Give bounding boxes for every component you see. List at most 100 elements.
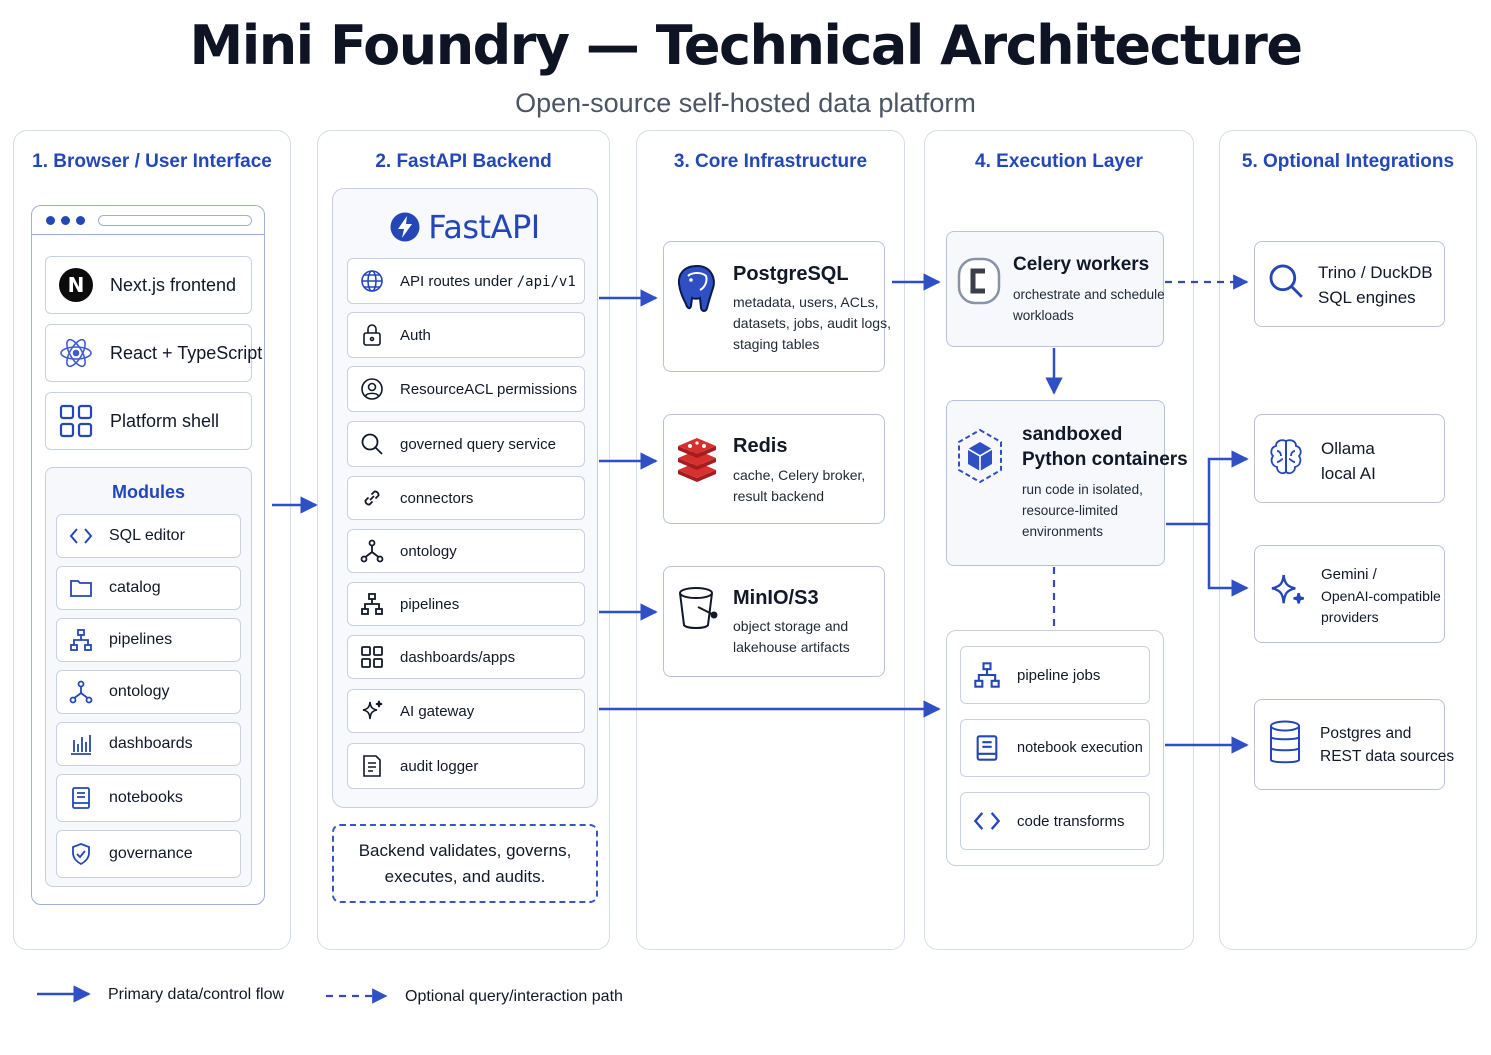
backend-item-label: Auth — [400, 326, 431, 344]
job-label: notebook execution — [1017, 740, 1143, 756]
user-circle-icon — [361, 378, 383, 400]
backend-auth: Auth — [347, 312, 585, 358]
backend-ontology: ontology — [347, 529, 585, 573]
pipeline-icon — [361, 593, 383, 615]
desc-line: resource-limited — [1022, 503, 1119, 518]
routes-prefix: API routes under — [400, 272, 513, 290]
sandbox-title: sandboxed Python containers — [1022, 422, 1188, 472]
backend-ai-gateway: AI gateway — [347, 689, 585, 733]
module-sql-editor[interactable]: SQL editor — [56, 514, 241, 558]
platform-shell-label: Platform shell — [110, 410, 220, 431]
desc-line: lakehouse artifacts — [733, 639, 850, 655]
fastapi-logo-text: FastAPI — [428, 208, 540, 246]
celery-title: Celery workers — [1013, 254, 1150, 275]
modules-title: Modules — [111, 482, 185, 502]
ontology-icon — [69, 680, 93, 704]
platform-shell: Platform shell — [45, 392, 252, 450]
page-title: Mini Foundry — Technical Architecture — [189, 14, 1303, 77]
module-dashboards[interactable]: dashboards — [56, 722, 241, 766]
trino-text: Trino / DuckDB SQL engines — [1318, 260, 1433, 310]
sparkle-icon — [362, 700, 383, 720]
folder-icon — [70, 580, 92, 597]
desc-line: result backend — [733, 488, 825, 504]
code-icon — [973, 812, 1001, 830]
backend-item-label: connectors — [400, 489, 474, 507]
grid-icon — [361, 646, 383, 668]
nextjs-frontend: N Next.js frontend — [45, 256, 252, 314]
module-label: SQL editor — [109, 527, 185, 544]
sources-card — [1254, 699, 1445, 790]
lock-icon — [363, 324, 381, 346]
trino-card — [1254, 241, 1445, 327]
backend-resource-acl: ResourceACL permissions — [347, 366, 585, 412]
database-icon — [1270, 720, 1300, 764]
window-dots — [46, 216, 85, 225]
react-label: React + TypeScript — [110, 342, 263, 363]
job-code-transforms: code transforms — [960, 792, 1150, 850]
document-icon — [363, 755, 381, 777]
browser-titlebar — [31, 205, 265, 235]
notebook-icon — [72, 787, 90, 809]
job-label: code transforms — [1017, 812, 1125, 830]
elephant-icon — [677, 264, 715, 312]
sandbox-card — [946, 400, 1165, 566]
bar-chart-icon — [71, 735, 91, 755]
module-ontology[interactable]: ontology — [56, 670, 241, 714]
panel-title-backend: 2. FastAPI Backend — [375, 151, 552, 172]
gemini-text: Gemini / OpenAI-compatible providers — [1321, 564, 1441, 629]
redis-desc: cache, Celery broker, result backend — [733, 465, 865, 507]
desc-line: cache, Celery broker, — [733, 467, 866, 483]
sources-text: Postgres and REST data sources — [1320, 722, 1454, 768]
search-icon — [361, 433, 383, 455]
backend-item-label: pipelines — [400, 595, 460, 613]
backend-item-label: ResourceACL permissions — [400, 380, 578, 398]
text-line: SQL engines — [1318, 288, 1416, 307]
routes-path: /api/v1 — [516, 273, 576, 290]
backend-item-label: ontology — [400, 542, 457, 560]
text-line: Gemini / — [1321, 566, 1377, 583]
backend-item-label: governed query service — [400, 435, 556, 453]
backend-query-service: governed query service — [347, 421, 585, 467]
text-line: Trino / DuckDB — [1318, 263, 1433, 282]
fastapi-logo: FastAPI — [332, 208, 598, 246]
backend-note: Backend validates, governs, executes, an… — [332, 824, 598, 903]
grid-icon — [59, 404, 93, 438]
panel-title-browser: 1. Browser / User Interface — [32, 151, 272, 172]
desc-line: workloads — [1013, 308, 1074, 323]
desc-line: object storage and — [733, 618, 849, 634]
backend-audit-logger: audit logger — [347, 743, 585, 789]
container-cube-icon — [958, 428, 1002, 484]
module-label: catalog — [109, 579, 161, 596]
module-pipelines[interactable]: pipelines — [56, 618, 241, 662]
module-label: pipelines — [109, 631, 173, 648]
sandbox-desc: run code in isolated, resource-limited e… — [1022, 479, 1143, 542]
minio-title: MinIO/S3 — [733, 587, 819, 609]
react-typescript: React + TypeScript — [45, 324, 262, 382]
sparkle-icon — [1271, 574, 1304, 604]
text-line: providers — [1321, 609, 1379, 625]
module-label: dashboards — [109, 735, 193, 752]
backend-dashboards-apps: dashboards/apps — [347, 635, 585, 679]
minio-card — [663, 566, 885, 677]
module-label: ontology — [109, 683, 170, 700]
panel-title-integrations: 5. Optional Integrations — [1241, 151, 1455, 172]
address-bar[interactable] — [98, 215, 252, 226]
desc-line: datasets, jobs, audit logs, — [733, 315, 891, 331]
text-line: Postgres and — [1320, 725, 1412, 742]
module-notebooks[interactable]: notebooks — [56, 774, 241, 822]
backend-api-routes: API routes under /api/v1 — [347, 258, 585, 304]
shield-check-icon — [72, 843, 90, 866]
module-catalog[interactable]: catalog — [56, 566, 241, 610]
desc-line: environments — [1022, 524, 1104, 539]
backend-item-label: dashboards/apps — [400, 648, 516, 666]
svg-text:N: N — [68, 273, 85, 297]
job-pipeline: pipeline jobs — [960, 646, 1150, 704]
react-icon — [60, 338, 92, 368]
title-line: sandboxed — [1022, 424, 1123, 445]
module-governance[interactable]: governance — [56, 830, 241, 878]
redis-title: Redis — [733, 435, 788, 457]
text-line: OpenAI-compatible — [1321, 587, 1441, 604]
nextjs-label: Next.js frontend — [110, 274, 237, 295]
module-label: notebooks — [109, 789, 183, 806]
panel-title-infra: 3. Core Infrastructure — [673, 151, 868, 172]
